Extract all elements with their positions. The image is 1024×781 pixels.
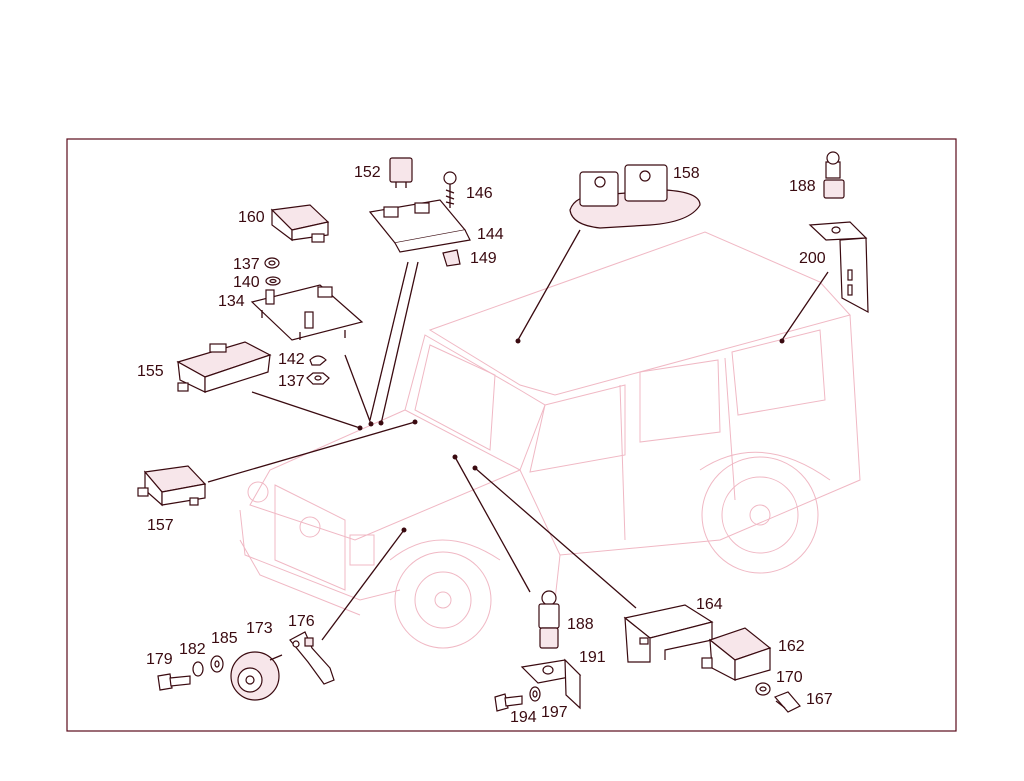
label-176: 176	[288, 613, 315, 630]
label-155: 155	[137, 363, 164, 380]
label-188-top: 188	[789, 178, 816, 195]
label-134: 134	[218, 293, 245, 310]
part-155-control-unit	[176, 341, 272, 393]
label-160: 160	[238, 209, 265, 226]
part-142-clip	[309, 355, 327, 366]
label-146: 146	[466, 185, 493, 202]
label-188-bottom: 188	[567, 616, 594, 633]
label-137-bottom: 137	[278, 373, 305, 390]
label-142: 142	[278, 351, 305, 368]
part-152-relay	[389, 157, 413, 188]
part-197-washer	[529, 686, 541, 702]
label-164: 164	[696, 596, 723, 613]
label-152: 152	[354, 164, 381, 181]
part-160-module	[270, 204, 330, 243]
label-137-top: 137	[233, 256, 260, 273]
part-labels: 152 146 144 149 160 137 140 134 142 137 …	[137, 164, 833, 726]
part-170-washer	[755, 682, 771, 696]
part-137-nut-top	[264, 257, 280, 269]
label-182: 182	[179, 641, 206, 658]
part-158-interior-light	[569, 164, 701, 229]
part-162-control-unit	[701, 627, 772, 681]
part-146-screw	[443, 171, 457, 208]
label-149: 149	[470, 250, 497, 267]
part-185-nut	[210, 655, 224, 673]
label-140: 140	[233, 274, 260, 291]
label-200: 200	[799, 250, 826, 267]
label-191: 191	[579, 649, 606, 666]
part-191-bracket	[520, 658, 582, 710]
part-164-bracket	[623, 604, 714, 663]
part-188-switch-top	[823, 151, 845, 199]
part-200-bracket	[808, 221, 869, 314]
label-144: 144	[477, 226, 504, 243]
part-140-washer	[265, 276, 281, 286]
part-157-module	[137, 465, 207, 507]
part-134-plate	[250, 284, 364, 341]
diagram-frame	[66, 138, 957, 732]
label-179: 179	[146, 651, 173, 668]
label-170: 170	[776, 669, 803, 686]
part-176-bracket	[289, 631, 335, 685]
part-144-bracket	[368, 199, 471, 253]
part-179-bolt	[157, 673, 191, 691]
part-173-horn	[230, 651, 283, 701]
label-197: 197	[541, 704, 568, 721]
label-158: 158	[673, 165, 700, 182]
part-137-nut-bottom	[306, 372, 330, 385]
part-194-bolt	[494, 693, 523, 712]
part-167-bolt	[773, 691, 801, 713]
vehicle-outline	[239, 231, 861, 649]
part-188-switch-bottom	[538, 590, 560, 649]
part-149-clip	[442, 249, 461, 267]
part-182-washer	[192, 661, 204, 677]
label-185: 185	[211, 630, 238, 647]
label-157: 157	[147, 517, 174, 534]
label-167: 167	[806, 691, 833, 708]
label-162: 162	[778, 638, 805, 655]
label-173: 173	[246, 620, 273, 637]
leader-lines	[207, 229, 829, 641]
label-194: 194	[510, 709, 537, 726]
